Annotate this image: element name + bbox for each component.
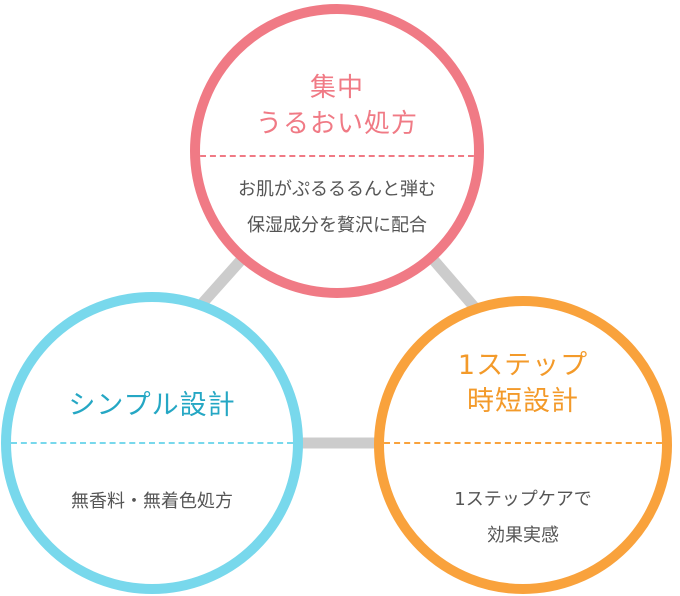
feature-title-line: 1ステップ xyxy=(457,350,589,381)
feature-desc-one-step: 1ステップケアで 効果実感 xyxy=(384,482,662,554)
feature-title-line: 集中 xyxy=(309,73,364,103)
feature-desc-simple: 無香料・無着色処方 xyxy=(11,484,293,520)
feature-desc-line: 保湿成分を贅沢に配合 xyxy=(247,215,427,236)
feature-title-moisture: 集中 うるおい処方 xyxy=(200,70,474,142)
dashed-divider xyxy=(384,442,662,444)
feature-title-line: 時短設計 xyxy=(467,386,579,417)
feature-title-line: シンプル設計 xyxy=(68,390,236,421)
feature-title-one-step: 1ステップ 時短設計 xyxy=(384,348,662,420)
feature-title-line: うるおい処方 xyxy=(255,109,418,139)
dashed-divider xyxy=(11,442,293,444)
feature-desc-line: お肌がぷるるるんと弾む xyxy=(238,179,436,200)
feature-desc-moisture: お肌がぷるるるんと弾む 保湿成分を贅沢に配合 xyxy=(200,172,474,244)
feature-desc-line: 効果実感 xyxy=(487,525,559,546)
feature-title-simple: シンプル設計 xyxy=(11,388,293,424)
dashed-divider xyxy=(200,155,474,157)
feature-circle-one-step: 1ステップ 時短設計 1ステップケアで 効果実感 xyxy=(374,296,672,594)
feature-circle-moisture: 集中 うるおい処方 お肌がぷるるるんと弾む 保湿成分を贅沢に配合 xyxy=(190,4,484,298)
feature-desc-line: 無香料・無着色処方 xyxy=(71,491,233,512)
feature-circle-simple: シンプル設計 無香料・無着色処方 xyxy=(1,292,303,594)
feature-desc-line: 1ステップケアで xyxy=(454,489,592,510)
